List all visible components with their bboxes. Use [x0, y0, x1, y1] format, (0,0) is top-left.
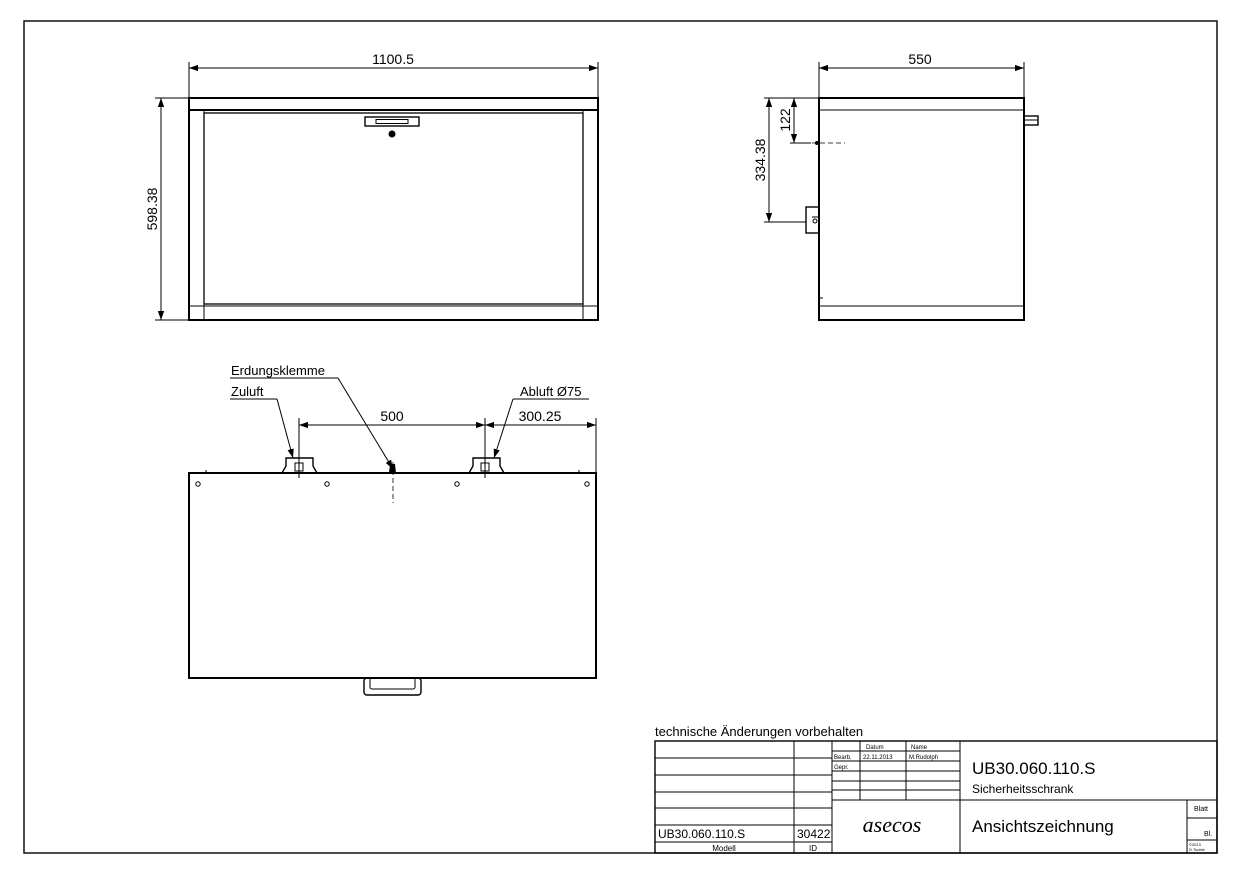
side-view: 550 122 334.38: [752, 51, 1039, 321]
side-handle-pin: [812, 218, 818, 224]
tb-copyright-owner: D.Tooble: [1189, 847, 1206, 852]
tb-checked-label: Gepr.: [834, 765, 849, 771]
tb-date-header: Datum: [866, 745, 884, 751]
tb-drawing-type: Ansichtszeichnung: [972, 817, 1114, 836]
side-body: [818, 97, 1025, 321]
exhaust-leader: [493, 398, 514, 459]
top-handle: [363, 677, 422, 696]
top-hole: [584, 481, 590, 487]
front-view: 1100.5 598.38: [144, 51, 599, 321]
side-top-value: 122: [777, 108, 793, 132]
tb-model-value: UB30.060.110.S: [658, 827, 745, 841]
tb-drawing-subtitle: Sicherheitsschrank: [972, 782, 1074, 796]
tb-edited-name: M.Rudolph: [909, 755, 938, 761]
top-hole: [195, 481, 201, 487]
tb-model-label: Modell: [712, 844, 736, 853]
front-top-plate: [188, 97, 599, 111]
changes-note: technische Änderungen vorbehalten: [655, 724, 863, 739]
top-hole: [454, 481, 460, 487]
title-block: Datum Name Bearb. 22.11.2013 M.Rudolph G…: [654, 740, 1218, 854]
top-spacing-value: 500: [380, 408, 404, 424]
side-lock-mark: [815, 141, 819, 145]
tb-id-value: 30422: [797, 827, 831, 841]
top-exhaust-box: [468, 457, 505, 474]
exhaust-label: Abluft Ø75: [520, 384, 581, 399]
grounding-label: Erdungsklemme: [231, 363, 325, 378]
tb-edited-label: Bearb.: [834, 755, 852, 761]
tb-sheet-short: Bl.: [1204, 831, 1212, 838]
top-view: 500 300.25 Erdungsklemme Zuluft Abluft Ø…: [188, 363, 597, 696]
side-depth-value: 550: [908, 51, 932, 67]
sheet-border: [23, 20, 1218, 854]
top-body: [188, 472, 597, 679]
front-width-value: 1100.5: [372, 51, 414, 67]
tb-edited-date: 22.11.2013: [863, 755, 893, 761]
side-handle: [805, 206, 820, 234]
intake-leader: [276, 398, 294, 459]
front-door-panel: [203, 112, 584, 305]
tb-drawing-number: UB30.060.110.S: [972, 759, 1096, 778]
title-block-frame: [654, 740, 1218, 854]
top-hole: [324, 481, 330, 487]
asecos-logo: asecos: [863, 812, 922, 837]
tb-copyright: ©2013: [1189, 842, 1202, 847]
intake-label: Zuluft: [231, 384, 264, 399]
tb-sheet-label: Blatt: [1194, 806, 1208, 813]
front-handle: [364, 116, 420, 127]
top-handle-inner: [369, 677, 416, 690]
side-mid-value: 334.38: [752, 138, 768, 181]
front-height-value: 598.38: [144, 187, 160, 230]
front-lock: [388, 130, 396, 138]
top-edge-value: 300.25: [519, 408, 562, 424]
grounding-leader: [337, 377, 394, 470]
front-handle-grip: [375, 119, 409, 124]
tb-id-label: ID: [809, 844, 817, 853]
tb-name-header: Name: [911, 745, 928, 751]
front-frame: [188, 109, 599, 321]
